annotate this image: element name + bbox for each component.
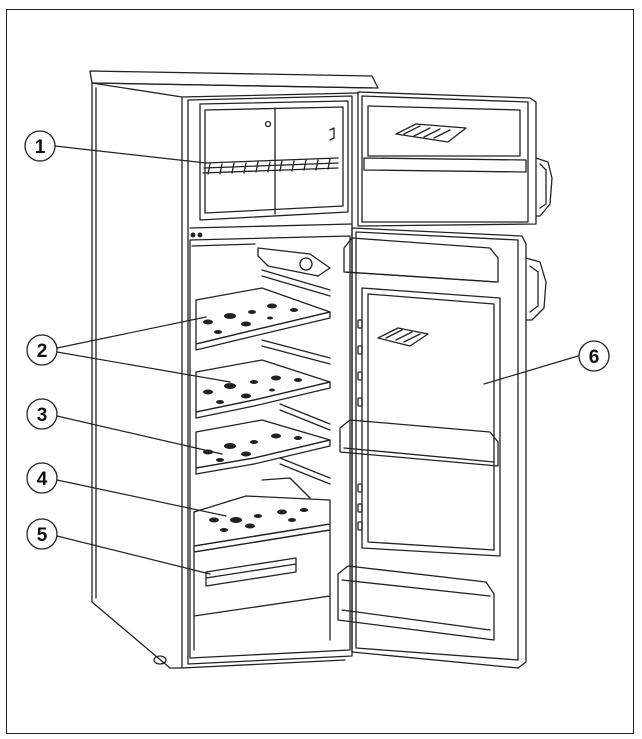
callout-4: 4: [26, 462, 58, 494]
callout-5: 5: [26, 518, 58, 550]
callout-label-2: 2: [37, 341, 48, 362]
leader-line-6: [483, 355, 579, 385]
freezer-door: [357, 91, 553, 227]
figure-frame: [6, 9, 634, 734]
shelf-pattern: [203, 303, 302, 462]
callout-label-1: 1: [35, 137, 46, 158]
leader-line-2a: [56, 316, 207, 349]
leader-line-3: [56, 415, 223, 455]
callout-3: 3: [26, 398, 58, 430]
callout-label-3: 3: [37, 405, 48, 426]
freezer-compartment: [189, 100, 353, 238]
callout-label-6: 6: [589, 347, 600, 368]
fridge-door: [337, 227, 547, 669]
glass-shelf-3: [195, 419, 331, 475]
door-support-pins: [357, 319, 363, 531]
freezer-wire-shelf: [202, 157, 339, 175]
ice-tray: [395, 123, 467, 143]
leader-lines: [54, 145, 579, 575]
leader-line-5: [56, 535, 211, 575]
glass-shelf-1: [195, 287, 331, 351]
leader-line-1: [54, 145, 207, 164]
door-bin-bottom: [337, 565, 495, 641]
egg-tray: [377, 327, 429, 347]
leader-line-2b: [56, 351, 231, 383]
leader-line-4: [56, 479, 227, 517]
glass-shelf-2: [195, 359, 331, 419]
door-bin-middle: [339, 419, 499, 467]
callout-6: 6: [578, 340, 610, 372]
door-bin-top: [343, 237, 499, 283]
callout-label-4: 4: [37, 469, 48, 490]
callout-1: 1: [24, 130, 56, 162]
fridge-compartment: [189, 235, 351, 659]
callout-label-5: 5: [37, 525, 48, 546]
fridge-cabinet: [89, 70, 379, 669]
crisper-pattern: [209, 508, 308, 532]
crisper-drawer: [193, 529, 331, 651]
callout-2: 2: [26, 334, 58, 366]
